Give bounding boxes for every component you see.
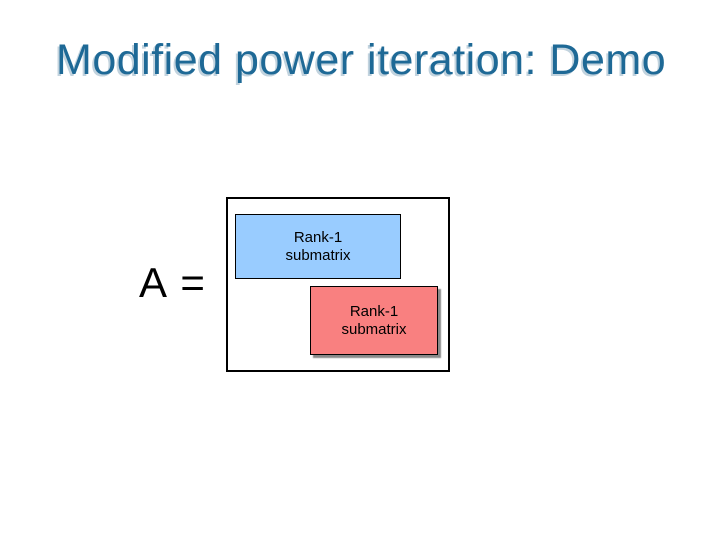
rank1-submatrix-bottom-right-label: Rank-1 submatrix xyxy=(341,302,407,338)
rank1-submatrix-top-left: Rank-1 submatrix xyxy=(235,214,401,279)
matrix-outline: Rank-1 submatrix Rank-1 submatrix xyxy=(226,197,450,372)
rank1-submatrix-bottom-right: Rank-1 submatrix xyxy=(310,286,438,355)
slide-title: Modified power iteration: Demo xyxy=(56,36,667,84)
equation-label: A = xyxy=(139,259,207,306)
rank1-submatrix-top-left-label: Rank-1 submatrix xyxy=(285,228,351,264)
